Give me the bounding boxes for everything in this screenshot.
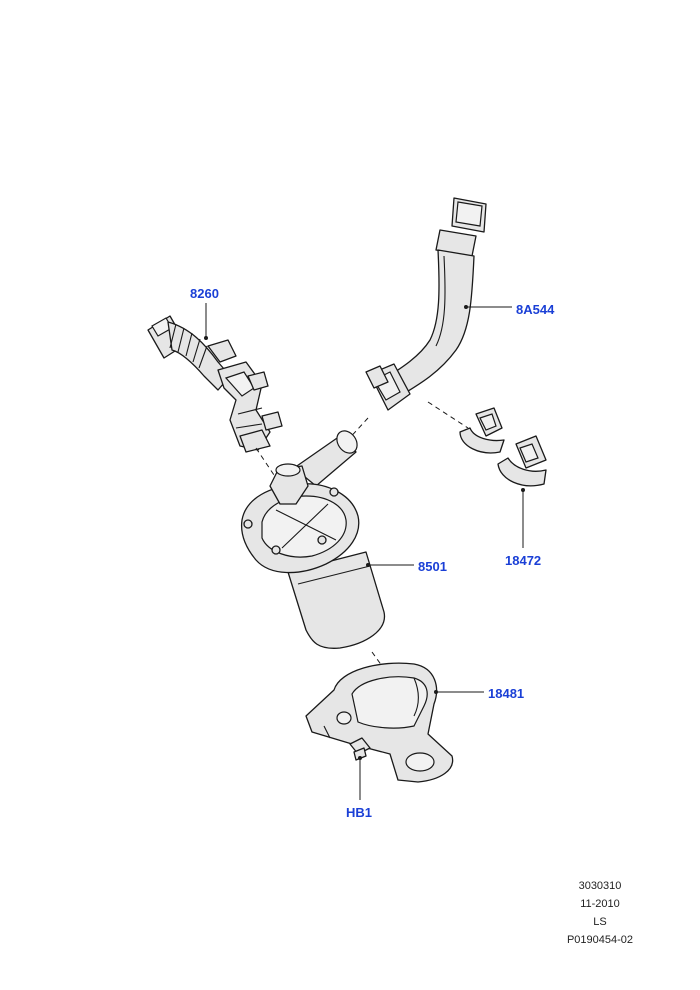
diagram-date: 11-2010 — [580, 898, 620, 910]
diagram-initials: LS — [593, 916, 607, 928]
diagram-code: 3030310 — [578, 880, 622, 892]
callout-hb1[interactable]: HB1 — [346, 805, 372, 820]
bolt-hb1[interactable] — [349, 737, 371, 761]
callout-8501[interactable]: 8501 — [418, 559, 447, 574]
callout-8260[interactable]: 8260 — [190, 286, 219, 301]
pump-8501[interactable] — [240, 427, 386, 649]
hose-8a544[interactable] — [365, 197, 487, 411]
hose-8260[interactable] — [147, 315, 283, 453]
bracket-18481[interactable] — [305, 662, 454, 783]
callout-18481[interactable]: 18481 — [488, 686, 524, 701]
callout-18472[interactable]: 18472 — [505, 553, 541, 568]
callout-8a544[interactable]: 8A544 — [516, 302, 555, 317]
diagram-reference: P0190454-02 — [566, 934, 634, 946]
clips-18472[interactable] — [459, 407, 547, 487]
